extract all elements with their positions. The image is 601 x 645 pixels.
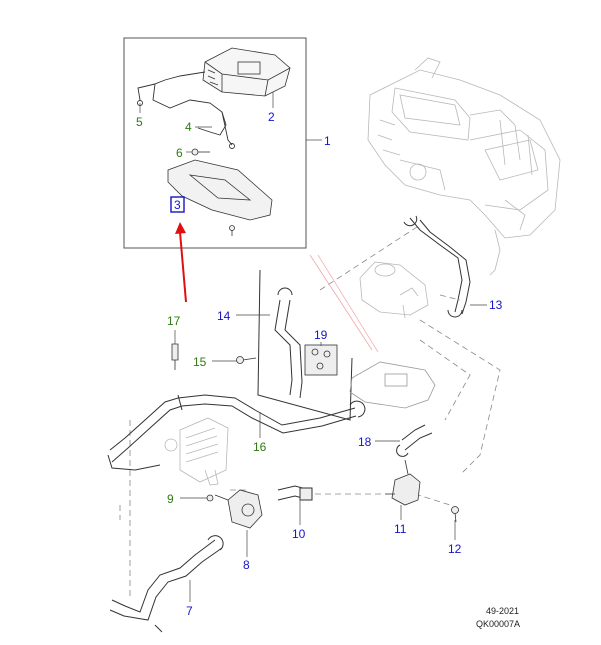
- coolant-pump-11: [385, 459, 421, 506]
- ghost-engine-block: [164, 417, 229, 486]
- callout-2: 2: [268, 110, 275, 124]
- ghost-module-small: [349, 361, 436, 409]
- callout-11: 11: [394, 522, 407, 536]
- callout-4: 4: [185, 120, 192, 134]
- bolt-part-15: [236, 356, 257, 364]
- callout-16: 16: [253, 440, 267, 454]
- callout-leaders: [139, 92, 487, 602]
- inset-box: [123, 37, 307, 249]
- callout-1: 1: [324, 134, 331, 148]
- hose-14: [257, 269, 353, 421]
- valve-8: [214, 489, 263, 529]
- bolt-part-12: [451, 506, 459, 523]
- callout-12: 12: [448, 542, 462, 556]
- control-module: [202, 47, 291, 97]
- callout-9: 9: [167, 492, 174, 506]
- callout-15: 15: [193, 355, 207, 369]
- ghost-expansion-tank: [359, 261, 429, 319]
- callout-3: 3: [174, 198, 181, 212]
- wiring-harness: [137, 71, 235, 149]
- bracket-plate: [167, 159, 273, 236]
- hose-18: [396, 424, 433, 457]
- red-arrow: [175, 222, 187, 303]
- footer-code: QK00007A: [476, 619, 520, 629]
- callout-6: 6: [176, 146, 183, 160]
- callout-17: 17: [167, 314, 181, 328]
- bolt-part-6: [191, 148, 210, 156]
- sensor-17: [171, 343, 179, 370]
- callout-3-highlight: [170, 196, 185, 213]
- callout-5: 5: [136, 115, 143, 129]
- callout-13: 13: [489, 298, 503, 312]
- pipe-10: [277, 485, 313, 501]
- callout-8: 8: [243, 558, 250, 572]
- bolt-part-9: [206, 494, 214, 502]
- callout-labels: 1 2 3 4 5 6 7 8 9 10 11 12 13 14 15 16 1…: [136, 110, 503, 618]
- callout-18: 18: [358, 435, 372, 449]
- hose-16: [107, 394, 366, 471]
- highlight-marker-lines: [309, 254, 379, 353]
- hose-7: [109, 535, 224, 633]
- callout-14: 14: [217, 309, 231, 323]
- hose-13: [403, 215, 471, 318]
- ghost-hvac-housing: [367, 57, 561, 276]
- callout-7: 7: [186, 604, 193, 618]
- clips-19: [304, 344, 338, 376]
- callout-10: 10: [292, 527, 306, 541]
- footer-date: 49-2021: [486, 606, 519, 616]
- dashed-leader-lines: [119, 224, 501, 600]
- callout-19: 19: [314, 328, 328, 342]
